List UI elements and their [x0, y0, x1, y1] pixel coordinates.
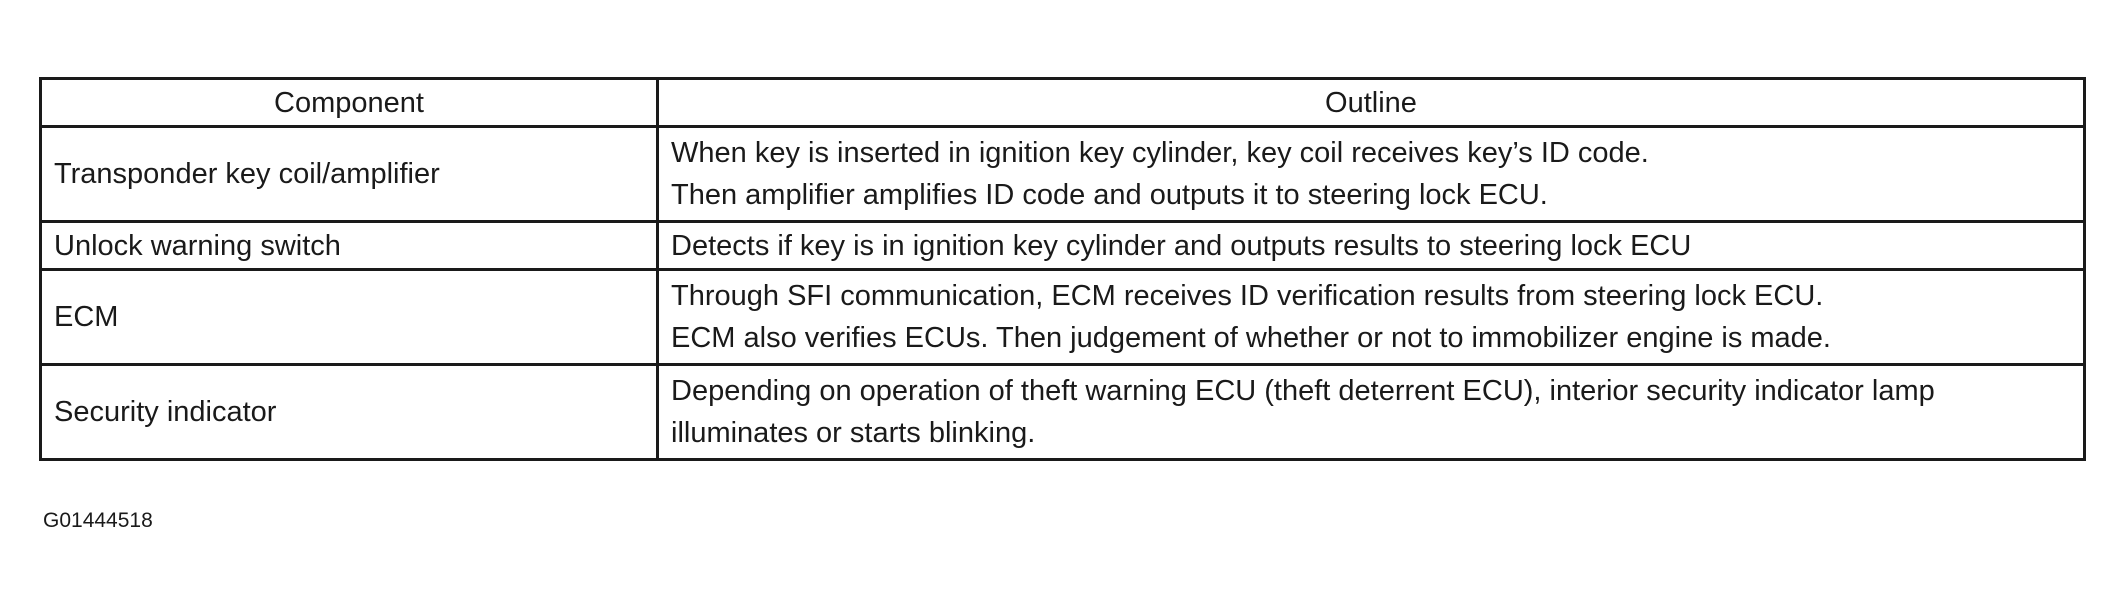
- outline-cell: Detects if key is in ignition key cylind…: [656, 220, 2086, 271]
- outline-cell: Depending on operation of theft warning …: [656, 363, 2086, 461]
- table-row: Security indicator Depending on operatio…: [39, 363, 2086, 461]
- table-row: Transponder key coil/amplifier When key …: [39, 125, 2086, 223]
- outline-line: Through SFI communication, ECM receives …: [671, 280, 1824, 312]
- table-header-row: Component Outline: [39, 77, 2086, 128]
- figure-id: G01444518: [43, 509, 153, 532]
- outline-line: Then amplifier amplifies ID code and out…: [671, 179, 1548, 211]
- component-cell: Security indicator: [39, 363, 659, 461]
- component-cell: Transponder key coil/amplifier: [39, 125, 659, 223]
- outline-line: illuminates or starts blinking.: [671, 417, 1036, 449]
- header-component: Component: [39, 77, 659, 128]
- outline-cell: Through SFI communication, ECM receives …: [656, 268, 2086, 366]
- outline-line: ECM also verifies ECUs. Then judgement o…: [671, 322, 1831, 354]
- header-outline: Outline: [656, 77, 2086, 128]
- component-cell: ECM: [39, 268, 659, 366]
- outline-line: When key is inserted in ignition key cyl…: [671, 137, 1649, 169]
- component-cell: Unlock warning switch: [39, 220, 659, 271]
- component-outline-table: Component Outline Transponder key coil/a…: [39, 77, 2086, 461]
- outline-line: Detects if key is in ignition key cylind…: [671, 229, 1692, 262]
- table-row: ECM Through SFI communication, ECM recei…: [39, 268, 2086, 366]
- outline-cell: When key is inserted in ignition key cyl…: [656, 125, 2086, 223]
- outline-line: Depending on operation of theft warning …: [671, 375, 1935, 407]
- table-row: Unlock warning switch Detects if key is …: [39, 220, 2086, 271]
